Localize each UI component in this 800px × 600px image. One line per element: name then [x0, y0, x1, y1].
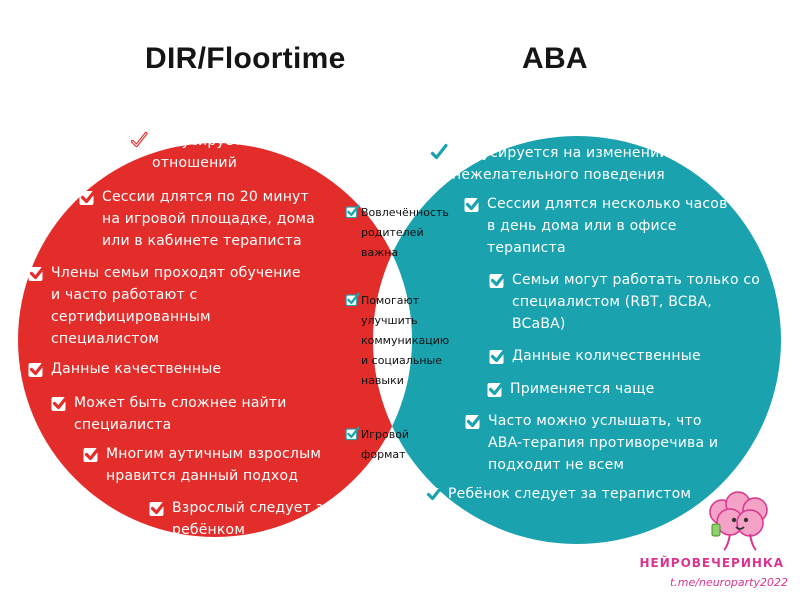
right-item-text: Часто можно услышать, что ABA-терапия пр…: [488, 413, 719, 473]
checkbox-checked-icon: [425, 484, 444, 502]
left-item-text: Сессии длятся по 20 минут на игровой пло…: [102, 189, 315, 249]
left-item-text: Может быть сложнее найти специалиста: [74, 395, 287, 433]
right-item-3: Семьи могут работать только со специалис…: [488, 269, 760, 335]
left-item-3: Члены семьи проходят обучение и часто ра…: [27, 262, 301, 350]
checkbox-checked-icon: [83, 444, 102, 462]
right-item-text: Фокусируется на изменении нежелательного…: [452, 145, 669, 183]
left-item-5: Может быть сложнее найти специалиста: [50, 392, 287, 436]
brand-link[interactable]: t.me/neuroparty2022: [669, 576, 788, 589]
left-item-text: Фокусируется на построении отношений: [152, 133, 376, 171]
left-circle: [18, 143, 412, 537]
checkbox-checked-icon: [465, 411, 484, 429]
checkbox-checked-icon: [28, 359, 47, 377]
left-item-text: Взрослый следует за ребёнком: [172, 500, 333, 538]
checkbox-checked-icon: [149, 498, 168, 516]
left-item-text: Многим аутичным взрослым нравится данный…: [106, 446, 322, 484]
left-item-2: Сессии длятся по 20 минут на игровой пло…: [78, 186, 315, 252]
left-item-7: Взрослый следует за ребёнком: [148, 497, 332, 541]
left-item-4: Данные качественные: [27, 358, 221, 380]
checkbox-checked-icon: [345, 292, 360, 307]
brand-name: НЕЙРОВЕЧЕРИНКА: [639, 556, 784, 570]
left-item-text: Члены семьи проходят обучение и часто ра…: [51, 265, 301, 347]
left-item-6: Многим аутичным взрослым нравится данный…: [82, 443, 321, 487]
right-item-text: Ребёнок следует за терапистом: [448, 486, 692, 502]
left-item-text: Данные качественные: [51, 361, 222, 377]
checkbox-checked-icon: [345, 426, 360, 441]
checkbox-checked-icon: [28, 263, 47, 281]
right-item-7: Ребёнок следует за терапистом: [424, 483, 691, 505]
checkbox-checked-icon: [464, 194, 483, 212]
checkbox-checked-icon: [487, 379, 506, 397]
right-circle: [373, 136, 781, 544]
right-item-2: Сессии длятся несколько часов в день дом…: [463, 193, 728, 259]
checkbox-checked-icon: [129, 131, 148, 149]
title-dir-floortime: DIR/Floortime: [145, 42, 346, 75]
checkbox-checked-icon: [429, 143, 448, 161]
checkbox-checked-icon: [51, 393, 70, 411]
right-item-text: Сессии длятся несколько часов в день дом…: [487, 196, 728, 256]
checkbox-checked-icon: [79, 187, 98, 205]
middle-item-text: Игровой формат: [361, 428, 410, 461]
right-item-text: Семьи могут работать только со специалис…: [512, 272, 761, 332]
right-item-1: Фокусируется на изменении нежелательного…: [428, 142, 669, 186]
checkbox-checked-icon: [345, 204, 360, 219]
right-item-6: Часто можно услышать, что ABA-терапия пр…: [464, 410, 718, 476]
checkbox-checked-icon: [489, 270, 508, 288]
right-item-5: Применяется чаще: [486, 378, 654, 400]
right-item-text: Применяется чаще: [510, 381, 655, 397]
middle-item-2: Помогают улучшить коммуникацию и социаль…: [345, 291, 449, 391]
middle-item-text: Помогают улучшить коммуникацию и социаль…: [361, 294, 450, 387]
right-item-text: Данные количественные: [512, 348, 701, 364]
middle-item-1: Вовлечённость родителей важна: [345, 203, 449, 263]
title-aba: ABA: [522, 42, 588, 75]
left-item-1: Фокусируется на построении отношений: [128, 130, 375, 174]
checkbox-checked-icon: [489, 346, 508, 364]
middle-item-text: Вовлечённость родителей важна: [361, 206, 449, 259]
brain-mascot-icon: [709, 491, 768, 551]
middle-item-3: Игровой формат: [345, 425, 409, 465]
right-item-4: Данные количественные: [488, 345, 701, 367]
